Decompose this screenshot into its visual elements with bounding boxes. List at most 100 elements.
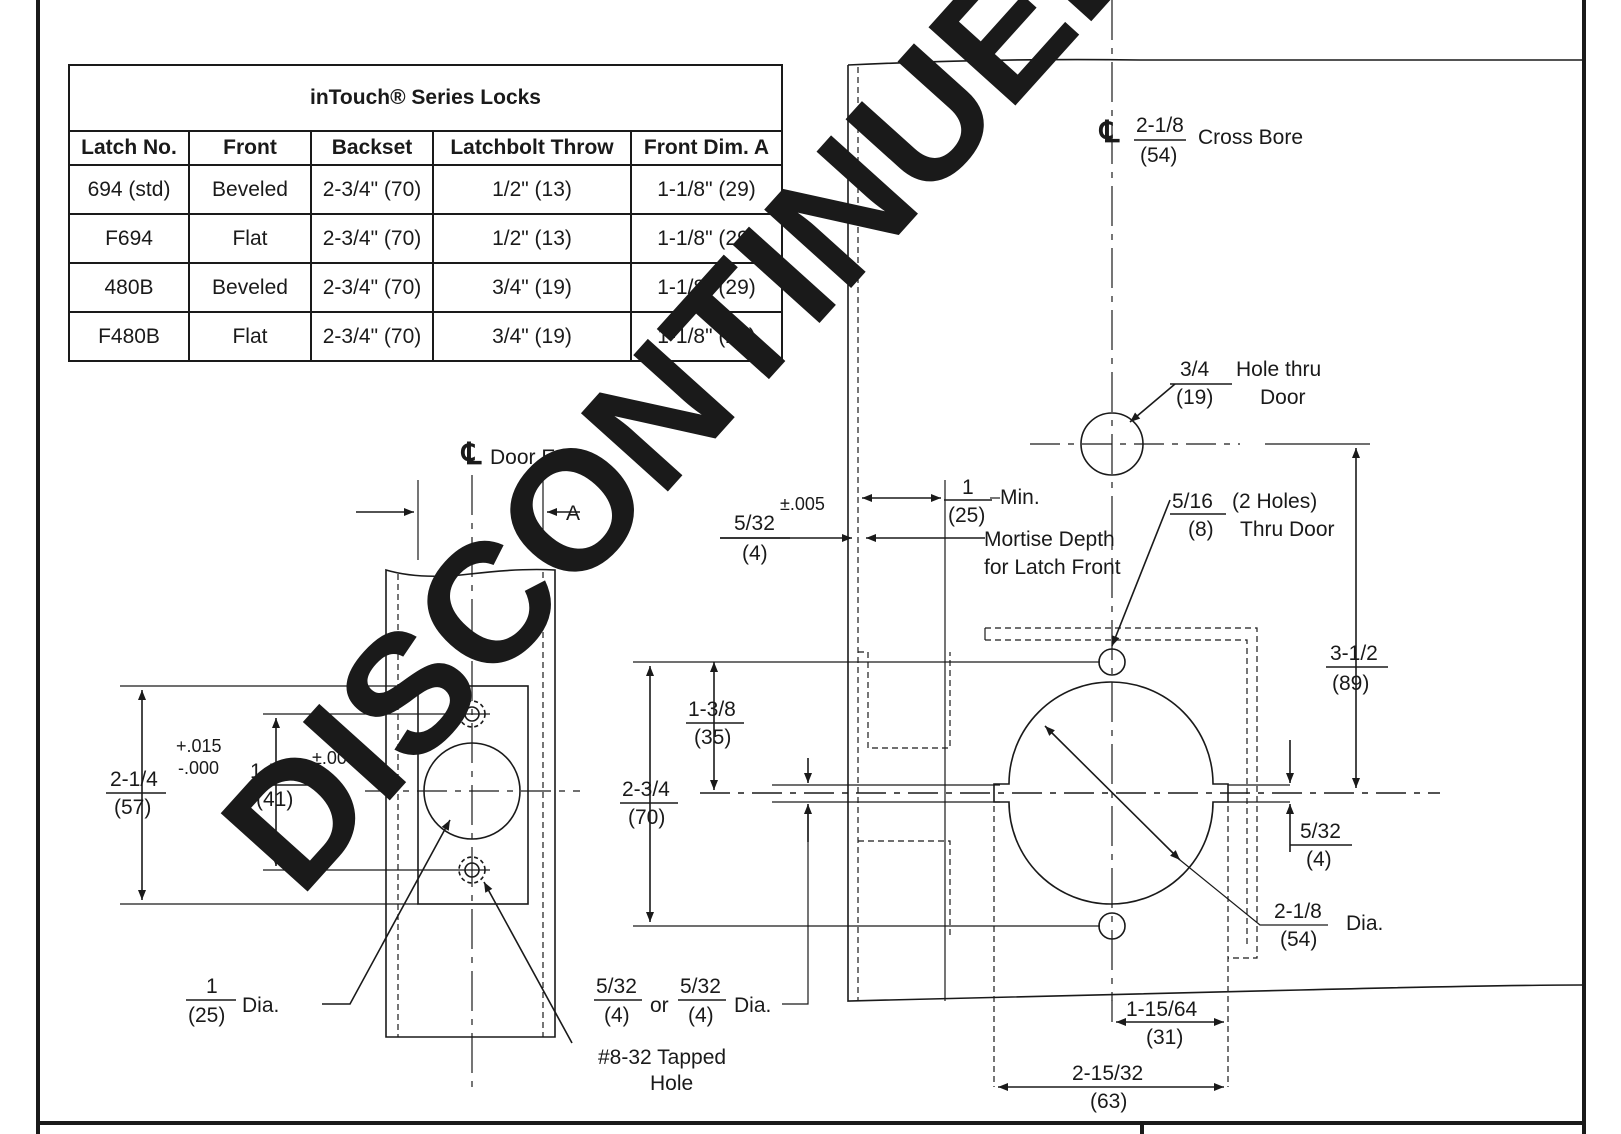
table-cell: 2-3/4" (70): [310, 213, 434, 264]
dim-3-1-2: 3-1/2: [1330, 642, 1378, 665]
dim-4-mortise: (4): [742, 542, 768, 565]
dim-2-1-4: 2-1/4: [110, 768, 158, 791]
dim-54-dia: (54): [1280, 928, 1317, 951]
door-edge-outline: [385, 568, 556, 1038]
dim-25-min: (25): [948, 504, 985, 527]
table-cell: 480B: [68, 262, 190, 313]
table-cell: 2-3/4" (70): [310, 311, 434, 362]
dim-25: (25): [188, 1004, 225, 1027]
latch-front-outline: [417, 685, 529, 905]
table-cell: 3/4" (19): [432, 262, 632, 313]
or-label: or: [650, 994, 669, 1017]
cl-symbol: ℄: [460, 438, 482, 471]
dim-5-32-a: 5/32: [596, 975, 637, 998]
tolerance-plus: +.015: [176, 736, 222, 756]
discontinued-watermark: DISCONTINUED: [186, 0, 1193, 925]
dim-89: (89): [1332, 672, 1369, 695]
dim-2-3-4: 2-3/4: [622, 778, 670, 801]
dim-8: (8): [1188, 518, 1214, 541]
col-backset: Backset: [310, 130, 434, 166]
table-cell: 1-1/8" (29): [630, 262, 783, 313]
dim-70: (70): [628, 806, 665, 829]
mortise-depth-line1: Mortise Depth: [984, 528, 1115, 551]
dim-a-label: A: [566, 502, 580, 525]
col-latchbolt-throw: Latchbolt Throw: [432, 130, 632, 166]
mortise-depth-line2: for Latch Front: [984, 556, 1121, 579]
chassis-hidden: [985, 627, 1258, 959]
min-label: Min.: [1000, 486, 1040, 509]
dim-2-15-32: 2-15/32: [1072, 1062, 1143, 1085]
tapped-hole-line1: #8-32 Tapped: [598, 1046, 726, 1069]
tolerance-005: ±.005: [312, 748, 357, 768]
two-holes-label: (2 Holes): [1232, 490, 1317, 513]
dim-41: (41): [256, 788, 293, 811]
dim-2-1-8-bore: 2-1/8: [1136, 114, 1184, 137]
col-front: Front: [188, 130, 312, 166]
table-cell: F480B: [68, 311, 190, 362]
hole-thru-label: Hole thru: [1236, 358, 1321, 381]
dim-63: (63): [1090, 1090, 1127, 1113]
dim-31: (31): [1146, 1026, 1183, 1049]
dim-5-32-b: 5/32: [680, 975, 721, 998]
table-cell: 1-1/8" (29): [630, 213, 783, 264]
dim-1-5-8: 1-5/8: [250, 760, 298, 783]
table-cell: Flat: [188, 213, 312, 264]
dim-3-4: 3/4: [1180, 358, 1210, 381]
door-label: Door: [1260, 386, 1306, 409]
dim-5-32-right: 5/32: [1300, 820, 1341, 843]
door-edge-view: [120, 475, 580, 1087]
table-title: inTouch® Series Locks: [68, 64, 783, 132]
cl-symbol-face: ℄: [1098, 116, 1120, 149]
door-edge-label: Door Edge: [490, 446, 590, 469]
lock-spec-table: inTouch® Series Locks Latch No. Front Ba…: [68, 64, 783, 362]
table-row: 694 (std) Beveled 2-3/4" (70) 1/2" (13) …: [68, 164, 783, 215]
tolerance-minus: -.000: [178, 758, 219, 778]
door-edge-hidden-lines: [397, 572, 544, 1037]
dimension-labels: ℄ Door Edge A +.015 -.000 2-1/4 (57) 1-5…: [106, 114, 1388, 1113]
dim-1-3-8: 1-3/8: [688, 698, 736, 721]
dim-35: (35): [694, 726, 731, 749]
dim-5-32-mortise: 5/32: [734, 512, 775, 535]
cross-bore: [993, 681, 1229, 905]
dim-1: 1: [206, 975, 218, 998]
dim-4-b: (4): [688, 1004, 714, 1027]
dim-19: (19): [1176, 386, 1213, 409]
dia-label-b: Dia.: [734, 994, 771, 1017]
dia-label-bore: Dia.: [1346, 912, 1383, 935]
table-cell: Beveled: [188, 164, 312, 215]
table-row: F694 Flat 2-3/4" (70) 1/2" (13) 1-1/8" (…: [68, 213, 783, 264]
dim-5-16: 5/16: [1172, 490, 1213, 513]
thru-door-label: Thru Door: [1240, 518, 1335, 541]
tolerance-mortise: ±.005: [780, 494, 825, 514]
table-row: F480B Flat 2-3/4" (70) 3/4" (19) 1-1/8" …: [68, 311, 783, 362]
frame-right-border: [1582, 0, 1586, 1134]
dim-1-min: 1: [962, 476, 974, 499]
dim-57: (57): [114, 796, 151, 819]
table-cell: 2-3/4" (70): [310, 164, 434, 215]
dim-54-bore: (54): [1140, 144, 1177, 167]
dim-4-a: (4): [604, 1004, 630, 1027]
door-face-outline: [847, 58, 1583, 1002]
table-cell: 694 (std): [68, 164, 190, 215]
table-cell: 3/4" (19): [432, 311, 632, 362]
table-cell: Beveled: [188, 262, 312, 313]
tapped-hole-line2: Hole: [650, 1072, 693, 1095]
table-cell: 1/2" (13): [432, 164, 632, 215]
col-front-dim-a: Front Dim. A: [630, 130, 783, 166]
table-cell: 1/2" (13): [432, 213, 632, 264]
col-latch-no: Latch No.: [68, 130, 190, 166]
frame-bottom-border: [36, 1121, 1586, 1125]
cross-bore-label: Cross Bore: [1198, 126, 1303, 149]
table-header-row: Latch No. Front Backset Latchbolt Throw …: [68, 130, 783, 166]
table-row: 480B Beveled 2-3/4" (70) 3/4" (19) 1-1/8…: [68, 262, 783, 313]
table-cell: Flat: [188, 311, 312, 362]
table-cell: F694: [68, 213, 190, 264]
dim-4-right: (4): [1306, 848, 1332, 871]
dim-2-1-8-dia: 2-1/8: [1274, 900, 1322, 923]
table-cell: 1-1/8" (29): [630, 164, 783, 215]
title-block-divider: [1140, 1121, 1144, 1134]
latch-pocket-hidden: [858, 651, 951, 749]
table-cell: 2-3/4" (70): [310, 262, 434, 313]
